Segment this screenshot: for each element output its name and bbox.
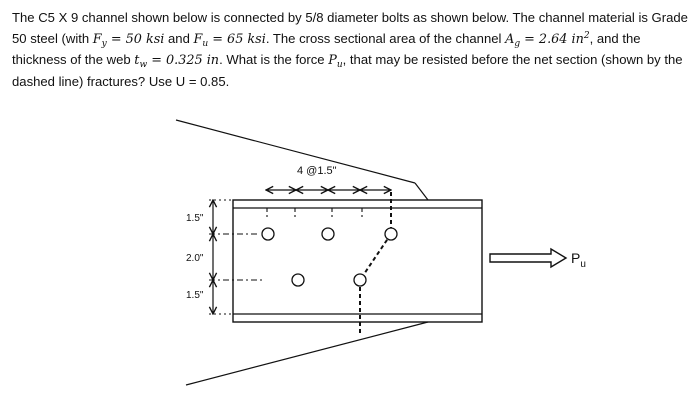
bolt-hole-1 xyxy=(261,227,275,241)
ag-value: = 2.64 in2 xyxy=(520,30,590,47)
problem-and: and xyxy=(164,30,194,46)
problem-text-2: . The cross sectional area of the channe… xyxy=(265,30,506,46)
bolt-row-lines xyxy=(209,199,262,315)
problem-text-3: , and the thickness of the web xyxy=(12,30,645,68)
bolt-hole-4 xyxy=(291,273,305,287)
problem-text-4: . What is the force xyxy=(219,52,329,68)
dim-label-top: 1.5" xyxy=(186,213,204,224)
fy-value: = 50 ksi xyxy=(106,31,165,47)
tw-value: = 0.325 in xyxy=(147,53,220,69)
channel-outline xyxy=(232,199,483,323)
gauge-markers xyxy=(266,208,363,217)
problem-text-5: , that may be resisted before the net se… xyxy=(12,52,687,89)
problem-text-1: The C5 X 9 channel shown below is connec… xyxy=(12,10,692,46)
fu-symbol: Fu xyxy=(193,31,209,49)
ag-symbol: Ag xyxy=(505,31,521,49)
spacing-label: 4 @1.5" xyxy=(297,165,337,177)
dim-label-bottom: 1.5" xyxy=(186,290,204,301)
gusset-upper-edge xyxy=(175,119,416,184)
force-arrow-icon xyxy=(489,247,568,269)
fu-value: = 65 ksi xyxy=(208,31,266,47)
pu-symbol: Pu xyxy=(328,53,343,71)
dim-label-mid: 2.0" xyxy=(186,253,204,264)
gusset-upper-corner xyxy=(414,182,429,201)
net-section-path xyxy=(359,192,392,336)
bolt-hole-2 xyxy=(321,227,335,241)
force-label: Pu xyxy=(571,250,586,270)
gusset-lower-edge xyxy=(185,321,429,386)
gusset-plate xyxy=(175,119,429,386)
bolt-holes xyxy=(261,227,398,287)
tw-symbol: tw xyxy=(134,53,148,71)
fracture-segment-diagonal xyxy=(359,233,392,281)
fy-symbol: Fy xyxy=(92,31,107,49)
bolt-hole-5 xyxy=(353,273,367,287)
bolt-hole-3 xyxy=(384,227,398,241)
problem-statement: The C5 X 9 channel shown below is connec… xyxy=(12,8,690,92)
force-arrow xyxy=(489,247,568,269)
channel-section xyxy=(232,199,483,323)
